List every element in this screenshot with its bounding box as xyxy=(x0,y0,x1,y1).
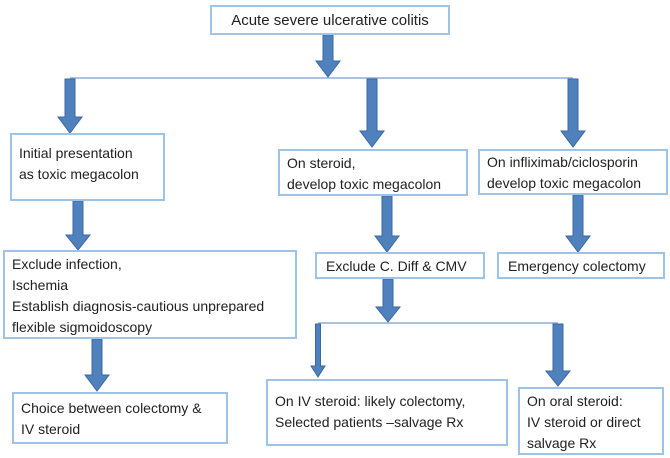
node-exclude-infection-ischemia-sigmoidoscopy: Exclude infection, Ischemia Establish di… xyxy=(3,250,297,339)
node-initial-presentation-toxic-megacolon: Initial presentation as toxic megacolon xyxy=(10,133,165,201)
arrow-exclude-cdiff-to-split xyxy=(374,278,402,323)
arrow-steroid-to-exclude-cdiff xyxy=(374,195,400,253)
node-emergency-colectomy: Emergency colectomy xyxy=(497,252,665,279)
arrow-branch-to-steroid xyxy=(359,78,385,148)
node-on-steroid-toxic-megacolon: On steroid, develop toxic megacolon xyxy=(278,149,468,196)
arrow-initial-to-exclude-infection xyxy=(64,200,92,251)
arrow-split-to-iv-steroid xyxy=(310,323,326,378)
arrow-exclude-infection-to-choice xyxy=(84,338,110,392)
arrow-branch-to-initial xyxy=(57,78,83,134)
arrow-branch-to-infliximab xyxy=(560,78,586,148)
node-on-iv-steroid-likely-colectomy: On IV steroid: likely colectomy, Selecte… xyxy=(266,379,508,446)
arrow-root-to-branch xyxy=(315,34,341,78)
node-choice-colectomy-iv-steroid: Choice between colectomy & IV steroid xyxy=(12,392,228,444)
node-exclude-cdiff-cmv: Exclude C. Diff & CMV xyxy=(315,252,485,279)
arrow-infliximab-to-emergency xyxy=(565,194,591,253)
node-on-oral-steroid-salvage: On oral steroid: IV steroid or direct sa… xyxy=(518,387,664,455)
arrow-split-to-oral-steroid xyxy=(544,323,572,387)
node-on-infliximab-ciclosporin-toxic-megacolon: On infliximab/ciclosporin develop toxic … xyxy=(478,149,668,195)
node-acute-severe-ulcerative-colitis: Acute severe ulcerative colitis xyxy=(210,5,450,35)
